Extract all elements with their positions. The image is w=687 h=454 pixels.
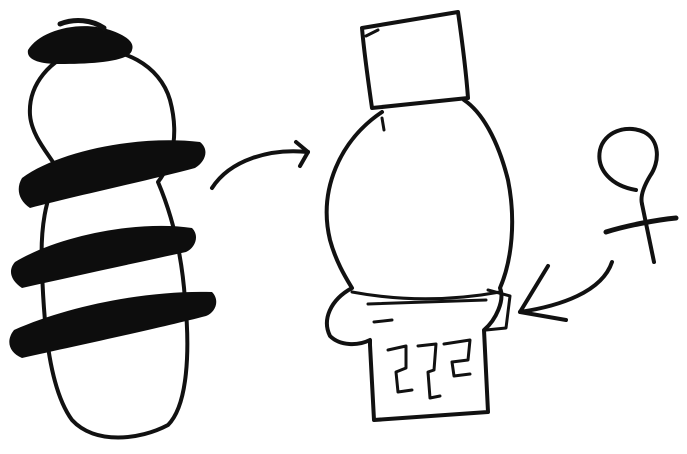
stripe-band-2 <box>11 226 196 288</box>
striped-body-sketch-icon <box>9 21 216 438</box>
female-symbol-icon <box>599 129 676 262</box>
top-cap-band <box>28 26 133 64</box>
capped-body-sketch-icon <box>327 12 512 420</box>
pointer-arrow-icon <box>520 262 612 320</box>
curved-arrow-icon <box>212 142 308 188</box>
